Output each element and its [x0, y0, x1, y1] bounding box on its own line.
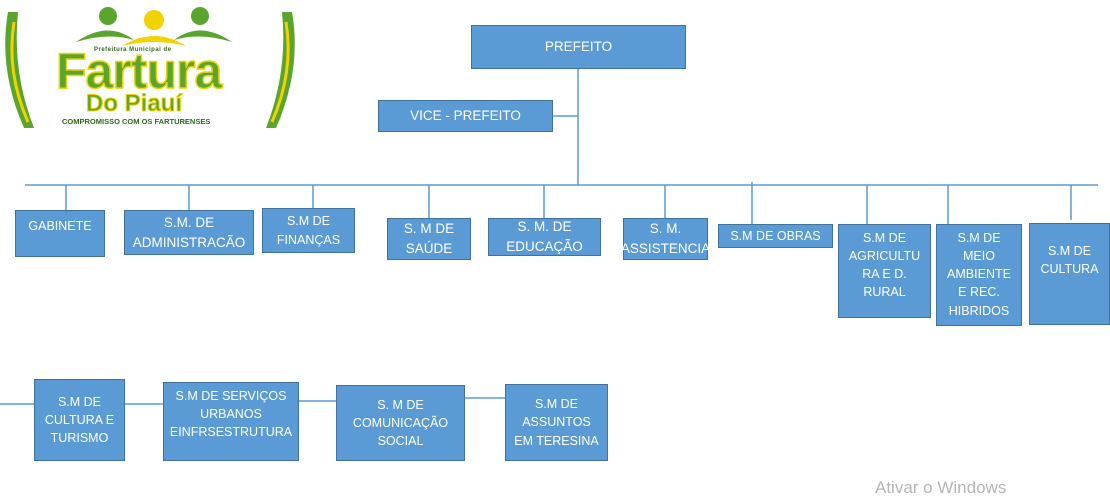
box-gabinete: GABINETE — [15, 210, 105, 257]
box-sm-meio-ambiente: S.M DE MEIO AMBIENTE E REC. HIBRIDOS — [936, 224, 1022, 326]
box-sm-comunicacao-social: S. M DE COMUNICAÇÃO SOCIAL — [336, 385, 465, 461]
box-sm-educacao: S. M. DE EDUCAÇÃO — [488, 218, 601, 256]
box-sm-financas: S.M DE FINANÇAS — [262, 208, 355, 253]
logo-title-line1: Fartura — [55, 42, 223, 100]
box-vice-prefeito: VICE - PREFEITO — [378, 100, 553, 132]
box-sm-assuntos-teresina: S.M DE ASSUNTOS EM TERESINA — [505, 384, 608, 461]
box-sm-cultura: S.M DE CULTURA — [1029, 223, 1110, 325]
box-sm-obras: S.M DE OBRAS — [718, 224, 833, 248]
logo-emblem-icon — [5, 7, 295, 128]
box-sm-assistencia: S. M. ASSISTENCIA — [621, 218, 710, 260]
box-sm-cultura-turismo: S.M DE CULTURA E TURISMO — [34, 379, 125, 461]
box-sm-saude: S. M DE SAÚDE — [387, 218, 471, 260]
box-sm-agricultura: S.M DE AGRICULTU RA E D. RURAL — [838, 224, 931, 318]
box-prefeito: PREFEITO — [471, 25, 686, 69]
logo-small-text: Prefeitura Municipal de — [94, 47, 172, 53]
box-sm-servicos-urbanos: S.M DE SERVIÇOS URBANOS EINFRSESTRUTURA — [163, 382, 299, 461]
logo-slogan: COMPROMISSO COM OS FARTURENSES — [62, 117, 211, 126]
logo-title-line2: Do Piauí — [85, 90, 183, 118]
windows-activation-watermark: Ativar o Windows — [875, 478, 1007, 497]
box-sm-administracao: S.M. DE ADMINISTRACÃO — [124, 210, 254, 255]
logo: Prefeitura Municipal de Fartura Do Piauí… — [4, 2, 296, 136]
